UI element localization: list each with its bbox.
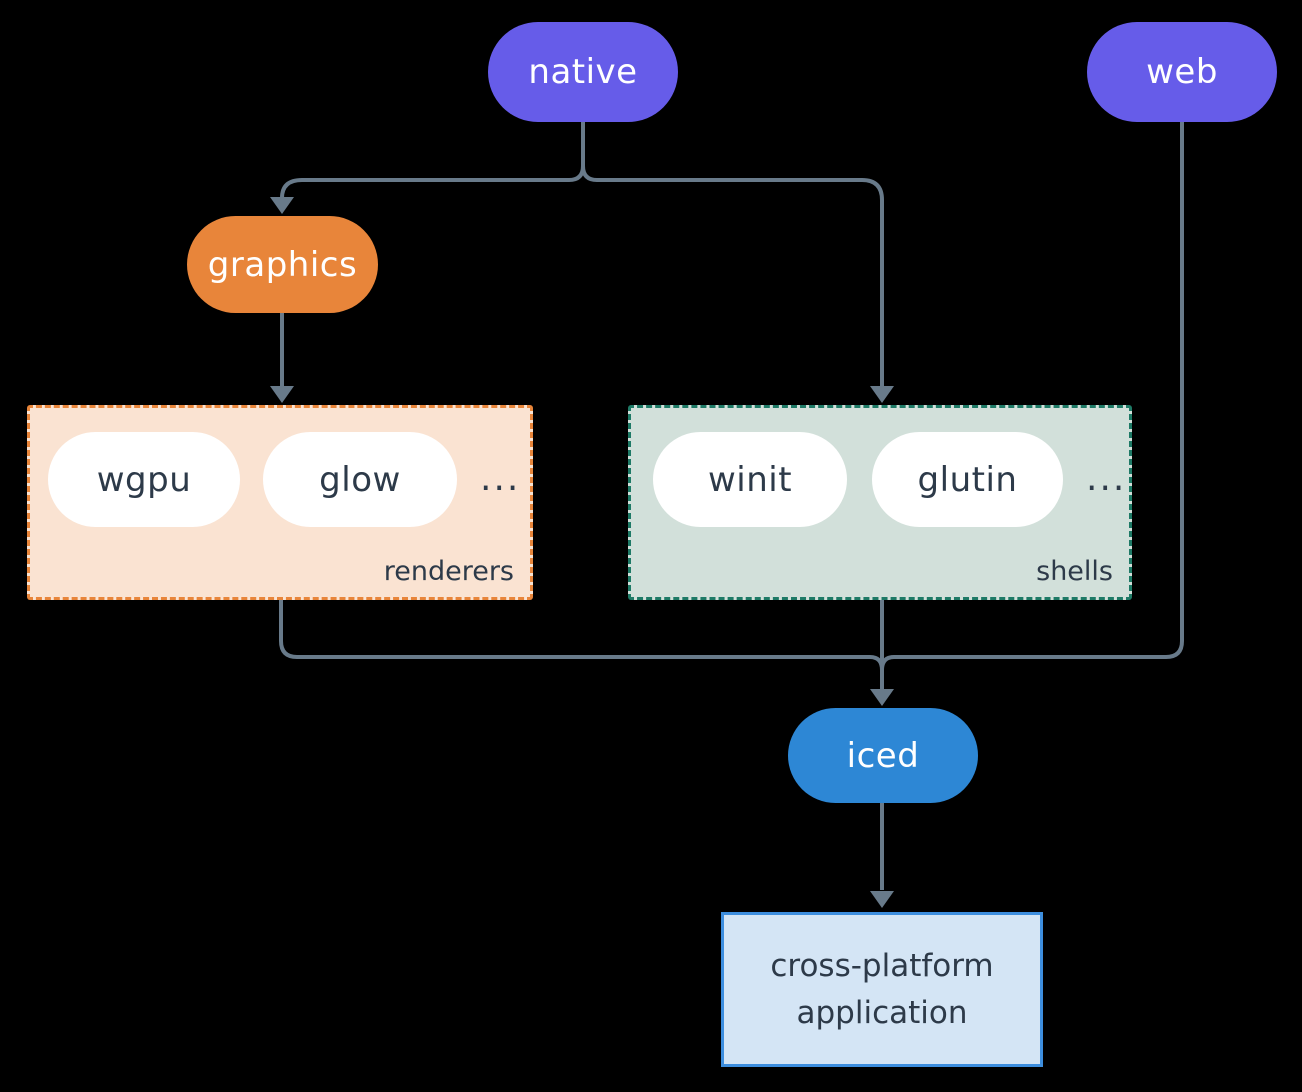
arrowhead-iced xyxy=(870,689,894,706)
node-glutin-label: glutin xyxy=(917,459,1018,500)
node-winit-label: winit xyxy=(707,459,793,500)
node-iced: iced xyxy=(788,708,978,803)
renderers-ellipsis: ... xyxy=(480,458,521,499)
node-glow-label: glow xyxy=(319,459,401,500)
edge-native-shells xyxy=(581,122,884,387)
node-wgpu-label: wgpu xyxy=(96,459,192,500)
node-web: web xyxy=(1087,22,1277,122)
node-native: native xyxy=(488,22,678,122)
shells-group-label: shells xyxy=(1036,556,1113,587)
node-iced-label: iced xyxy=(846,735,920,776)
edge-renderers-iced xyxy=(279,597,884,671)
arrowhead-graphics xyxy=(270,197,294,214)
arrowhead-application xyxy=(870,891,894,908)
shells-ellipsis: ... xyxy=(1086,458,1127,499)
group-shells: winit glutin ... shells xyxy=(628,405,1132,600)
node-glutin: glutin xyxy=(872,432,1063,527)
renderers-group-label: renderers xyxy=(383,556,514,587)
group-renderers: wgpu glow ... renderers xyxy=(27,405,533,600)
node-graphics-label: graphics xyxy=(207,244,358,285)
node-wgpu: wgpu xyxy=(48,432,240,527)
node-glow: glow xyxy=(263,432,457,527)
node-winit: winit xyxy=(653,432,847,527)
node-web-label: web xyxy=(1146,52,1218,92)
edge-native-graphics xyxy=(280,122,585,199)
node-application-label: cross-platform application xyxy=(770,948,994,1031)
node-native-label: native xyxy=(528,52,638,92)
node-graphics: graphics xyxy=(187,216,378,313)
node-cross-platform-application: cross-platform application xyxy=(721,912,1043,1067)
arrowhead-shells xyxy=(870,386,894,403)
arrowhead-renderers xyxy=(270,386,294,403)
